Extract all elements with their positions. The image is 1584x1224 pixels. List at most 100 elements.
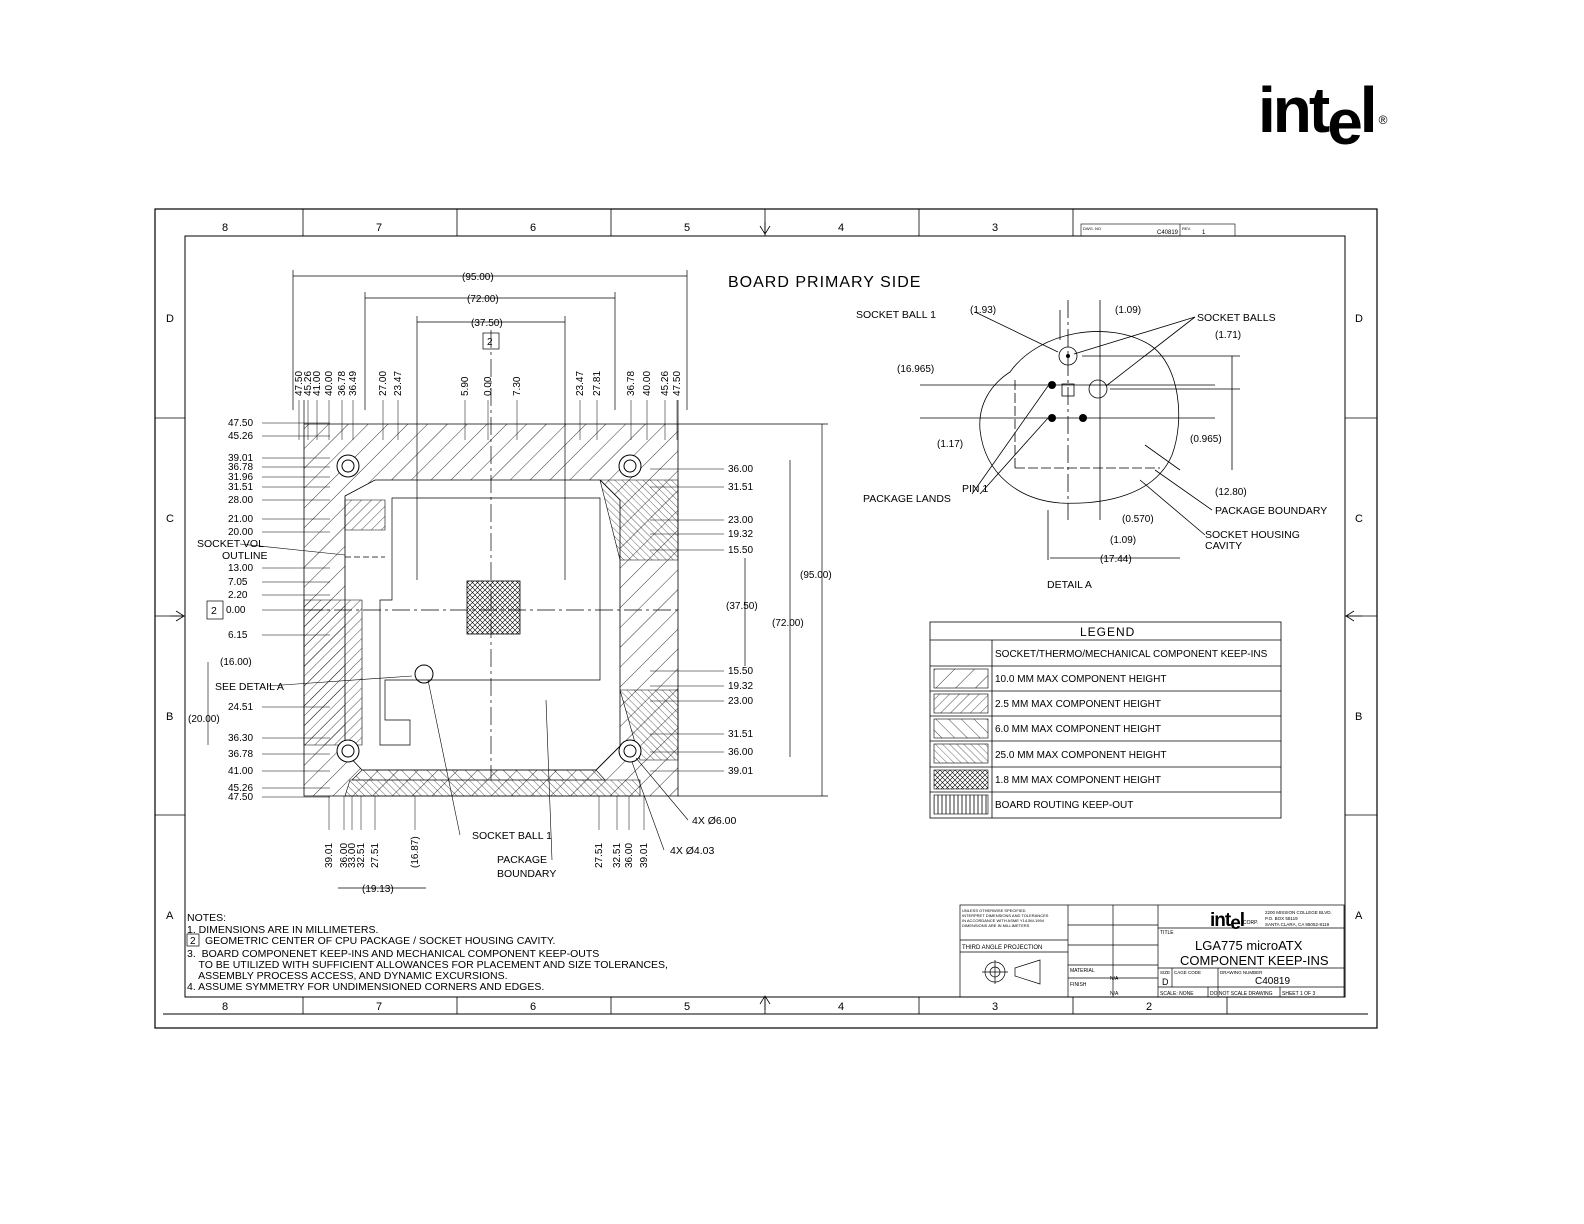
detail-16965: (16.965) bbox=[897, 364, 934, 375]
detail-package-lands: PACKAGE LANDS bbox=[863, 493, 951, 505]
left-dim-label: 36.78 bbox=[228, 749, 253, 760]
rev-label: REV. bbox=[1182, 226, 1191, 231]
note-3c: ASSEMBLY PROCESS ACCESS, AND DYNAMIC EXC… bbox=[187, 970, 508, 982]
top-vertical-label: 27.81 bbox=[592, 371, 603, 396]
package-keep-in bbox=[466, 580, 521, 635]
left-dim-label: 41.00 bbox=[228, 766, 253, 777]
legend-title: LEGEND bbox=[1080, 625, 1135, 639]
note-1: 1. DIMENSIONS ARE IN MILLIMETERS. bbox=[187, 924, 378, 936]
right-dim-label: 31.51 bbox=[728, 729, 753, 740]
left-dim-label: 45.26 bbox=[228, 783, 253, 794]
zone-col-7-bottom: 7 bbox=[376, 1001, 382, 1013]
boundary-label: BOUNDARY bbox=[497, 868, 556, 880]
left-dim-label: 20.00 bbox=[228, 527, 253, 538]
tb-intel-logo: intel bbox=[1210, 910, 1244, 934]
rev: 1 bbox=[1202, 230, 1206, 236]
dwg-label: DWG. NO bbox=[1083, 226, 1101, 231]
addr-2: SANTA CLARA, CA 95052-8119 bbox=[1265, 922, 1330, 927]
socket-ball-label: SOCKET BALL 1 bbox=[472, 830, 552, 842]
right-dim-label: 23.00 bbox=[728, 515, 753, 526]
detail-193: (1.93) bbox=[970, 305, 996, 316]
donot-label: DO NOT SCALE DRAWING bbox=[1210, 991, 1273, 997]
mounting-holes bbox=[336, 454, 642, 763]
outline-label: OUTLINE bbox=[222, 550, 268, 562]
detail-a bbox=[920, 300, 1240, 560]
right-dim-label: 31.51 bbox=[728, 482, 753, 493]
bottom-vertical-label: 27.51 bbox=[370, 843, 381, 868]
size-label: SIZE bbox=[1160, 970, 1170, 975]
package-label: PACKAGE bbox=[497, 854, 547, 866]
bottom-vertical-label: 33.00 bbox=[347, 843, 358, 868]
zone-col-6: 6 bbox=[530, 222, 536, 234]
left-dim-label: 39.01 bbox=[228, 453, 253, 464]
detail-housing-2: CAVITY bbox=[1205, 540, 1242, 552]
addr-1: P.O. BOX 58119 bbox=[1265, 916, 1298, 921]
drawing-number: C40819 bbox=[1255, 976, 1290, 987]
intel-logo: intel® bbox=[1258, 74, 1388, 158]
socket-vol-label: SOCKET VOL bbox=[197, 538, 264, 550]
title-block bbox=[959, 904, 1345, 998]
scale-label: SCALE: NONE bbox=[1160, 991, 1194, 997]
left-dim-label: 0.00 bbox=[226, 605, 246, 616]
detail-socket-balls: SOCKET BALLS bbox=[1197, 312, 1276, 324]
zone-col-8-bottom: 8 bbox=[222, 1001, 228, 1013]
dim-3750-right: (37.50) bbox=[726, 601, 758, 612]
note-3b: TO BE UTILIZED WITH SUFFICIENT ALLOWANCE… bbox=[187, 959, 668, 971]
left-dimension-labels: 47.5045.2639.0136.7831.9631.5128.0021.00… bbox=[220, 418, 330, 803]
dim-72-right: (72.00) bbox=[772, 618, 804, 629]
sheet-label: SHEET 1 OF 3 bbox=[1282, 991, 1315, 997]
top-vertical-label: 36.78 bbox=[626, 371, 637, 396]
right-dim-label: 19.32 bbox=[728, 681, 753, 692]
bottom-vertical-label: 39.01 bbox=[324, 843, 335, 868]
left-dim-label: 36.78 bbox=[228, 462, 253, 473]
zone-col-4: 4 bbox=[838, 222, 844, 234]
bottom-vertical-label: 27.51 bbox=[594, 843, 605, 868]
note-4: 4. ASSUME SYMMETRY FOR UNDIMENSIONED COR… bbox=[187, 981, 544, 993]
zone-row-a-right: A bbox=[1355, 910, 1363, 922]
top-vertical-label: 45.26 bbox=[303, 371, 314, 396]
detail-1744: (17.44) bbox=[1100, 554, 1132, 565]
top-vertical-label: 40.00 bbox=[324, 371, 335, 396]
unless-0: UNLESS OTHERWISE SPECIFIED bbox=[962, 908, 1026, 913]
view-title: BOARD PRIMARY SIDE bbox=[728, 274, 921, 291]
right-dim-label: 23.00 bbox=[728, 696, 753, 707]
legend-row-4: 25.0 MM MAX COMPONENT HEIGHT bbox=[995, 750, 1167, 761]
zone-row-d-right: D bbox=[1355, 313, 1363, 325]
zone-col-4-bottom: 4 bbox=[838, 1001, 844, 1013]
hole-6-label: 4X Ø6.00 bbox=[692, 815, 737, 827]
top-vertical-label: 45.26 bbox=[660, 371, 671, 396]
corner-box: DWG. NO C40819 REV. 1 bbox=[1080, 223, 1236, 237]
zone-col-6-bottom: 6 bbox=[530, 1001, 536, 1013]
hole-4-label: 4X Ø4.03 bbox=[670, 845, 715, 857]
title-line-1: LGA775 microATX bbox=[1195, 938, 1303, 953]
note-3a: 3. BOARD COMPONENET KEEP-INS AND MECHANI… bbox=[187, 948, 599, 960]
left-dim-label: (16.00) bbox=[220, 657, 252, 668]
zone-col-3: 3 bbox=[992, 222, 998, 234]
left-dim-label: 6.15 bbox=[228, 630, 248, 641]
legend-row-1: 10.0 MM MAX COMPONENT HEIGHT bbox=[995, 674, 1167, 685]
unless-2: IN ACCORDANCE WITH ASME Y14.5M-1994 bbox=[962, 918, 1045, 923]
top-vertical-label: 40.00 bbox=[642, 371, 653, 396]
top-vertical-label: 36.49 bbox=[348, 371, 359, 396]
zone-col-7: 7 bbox=[376, 222, 382, 234]
legend-row-3: 6.0 MM MAX COMPONENT HEIGHT bbox=[995, 724, 1161, 735]
bottom-vertical-label: 36.00 bbox=[624, 843, 635, 868]
zone-row-c-right: C bbox=[1355, 513, 1363, 525]
left-dim-label: 31.96 bbox=[228, 472, 253, 483]
legend-row-6: BOARD ROUTING KEEP-OUT bbox=[995, 800, 1133, 811]
left-dim-label: 31.51 bbox=[228, 482, 253, 493]
top-vertical-label: 5.90 bbox=[460, 376, 471, 396]
left-dim-label: 13.00 bbox=[228, 563, 253, 574]
left-dim-label: 21.00 bbox=[228, 514, 253, 525]
detail-109a: (1.09) bbox=[1115, 305, 1141, 316]
dwg-no: C40819 bbox=[1157, 230, 1179, 236]
left-dim-label: 24.51 bbox=[228, 702, 253, 713]
right-dim-label: 15.50 bbox=[728, 666, 753, 677]
left-dim-label: 36.30 bbox=[228, 733, 253, 744]
detail-171: (1.71) bbox=[1215, 330, 1241, 341]
detail-1280: (12.80) bbox=[1215, 487, 1247, 498]
detail-109b: (1.09) bbox=[1110, 535, 1136, 546]
top-vertical-label: 47.50 bbox=[294, 371, 305, 396]
